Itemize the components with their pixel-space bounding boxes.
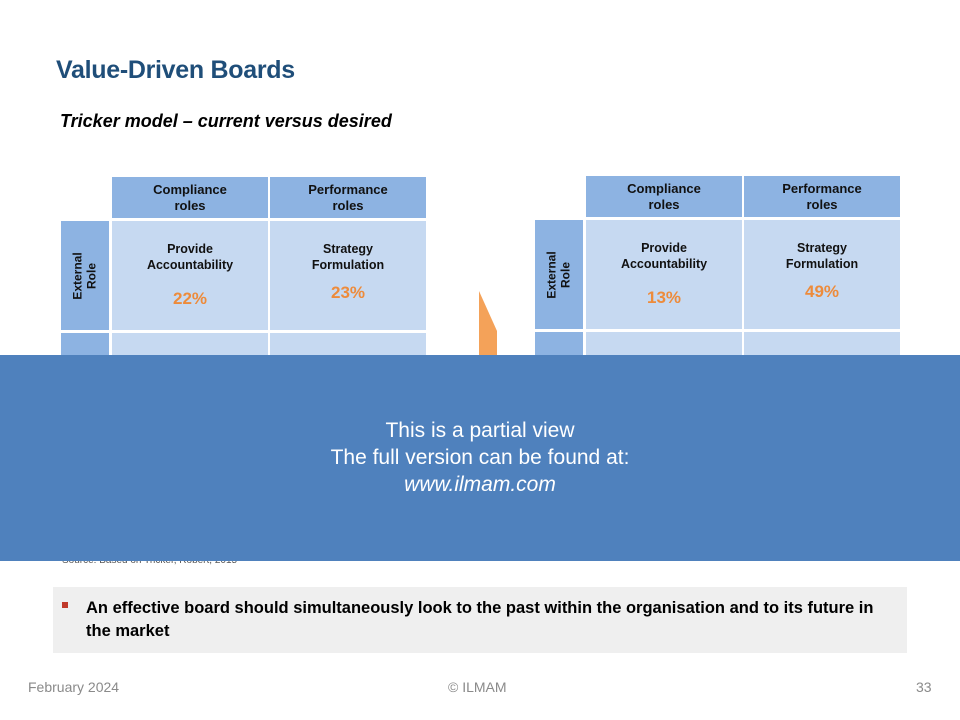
page-subtitle: Tricker model – current versus desired (60, 111, 392, 131)
key-message-box (53, 587, 907, 653)
cell-percent: 49% (804, 282, 840, 301)
cell-strategy-formulation: Strategy Formulation 49% (744, 220, 900, 329)
column-header-label: Performance roles (308, 181, 388, 213)
cell-percent: 22% (172, 289, 208, 308)
banner-link[interactable]: www.ilmam.com (404, 473, 556, 496)
row-header-internal-partial (535, 332, 583, 355)
page-title: Value-Driven Boards (56, 56, 295, 84)
cell-strategy-formulation: Strategy Formulation 23% (270, 221, 426, 330)
column-header-compliance: Compliance roles (112, 177, 268, 218)
cell-partial (744, 332, 900, 355)
column-header-performance: Performance roles (744, 176, 900, 217)
partial-view-banner: This is a partial view The full version … (0, 355, 960, 561)
cell-provide-accountability: Provide Accountability 22% (112, 221, 268, 330)
bullet-square-icon (62, 602, 68, 608)
column-header-performance: Performance roles (270, 177, 426, 218)
cell-label: Strategy Formulation (785, 241, 859, 271)
key-message-text: An effective board should simultaneously… (86, 599, 874, 640)
column-header-compliance: Compliance roles (586, 176, 742, 217)
cell-partial (586, 332, 742, 355)
banner-line-1: This is a partial view (385, 419, 575, 442)
cell-provide-accountability: Provide Accountability 13% (586, 220, 742, 329)
cell-partial (112, 333, 268, 355)
footer-copyright: © ILMAM (448, 679, 507, 695)
column-header-label: Compliance roles (153, 181, 227, 213)
cell-percent: 23% (330, 283, 366, 302)
row-header-internal-partial (61, 333, 109, 355)
cell-partial (270, 333, 426, 355)
cell-label: Provide Accountability (146, 242, 234, 272)
column-header-label: Performance roles (782, 180, 862, 212)
column-header-label: Compliance roles (627, 180, 701, 212)
cell-percent: 13% (646, 288, 682, 307)
row-header-external: External Role (535, 220, 583, 329)
banner-line-2: The full version can be found at: (330, 446, 630, 469)
footer-page-number: 33 (916, 679, 932, 695)
cell-label: Strategy Formulation (311, 242, 385, 272)
transition-arrow-icon (479, 291, 497, 355)
cell-label: Provide Accountability (620, 241, 708, 271)
footer-date: February 2024 (28, 679, 120, 695)
row-header-label: External Role (70, 251, 99, 300)
row-header-external: External Role (61, 221, 109, 330)
row-header-label: External Role (544, 250, 573, 299)
